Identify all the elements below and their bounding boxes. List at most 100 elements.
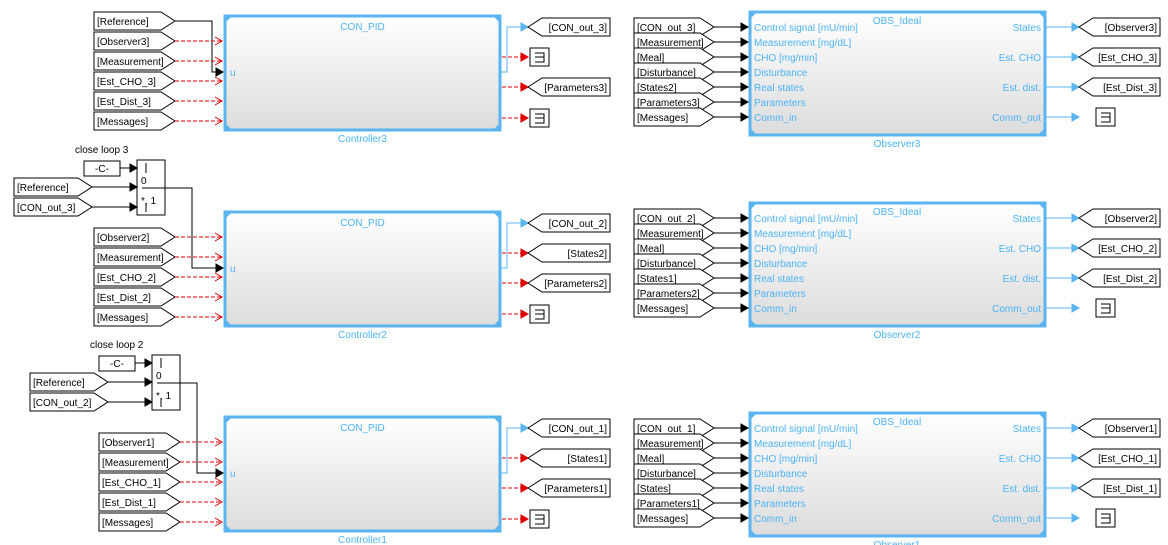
goto-tag[interactable]: [Observer2] [1078, 208, 1161, 228]
output-port-label: Comm_out [992, 113, 1041, 124]
terminator-block[interactable] [529, 304, 550, 324]
block-corner-icon [1038, 413, 1045, 420]
output-port-label: Est. dist. [1003, 83, 1041, 94]
from-tag[interactable]: [Est_Dist_2] [93, 287, 176, 307]
arrow-head-icon [740, 97, 750, 107]
goto-tag[interactable]: [Observer1] [1078, 418, 1161, 438]
arrow-head-icon [214, 272, 224, 282]
from-tag[interactable]: [CON_out_3] [13, 197, 93, 217]
from-tag[interactable]: [Messages] [93, 307, 176, 327]
goto-tag[interactable]: [States1] [527, 448, 611, 468]
from-tag[interactable]: [Observer2] [93, 227, 176, 247]
goto-tag[interactable]: [Est_Dist_1] [1078, 478, 1161, 498]
block-corner-icon [493, 16, 500, 23]
goto-tag[interactable]: [Parameters1] [527, 478, 611, 498]
block-name: Observer2 [874, 330, 921, 341]
from-tag[interactable]: [Observer3] [93, 31, 176, 51]
input-port-label: Real states [754, 484, 804, 495]
block-type-label: OBS_Ideal [873, 417, 921, 428]
block-name: Controller1 [338, 535, 387, 545]
goto-tag[interactable]: [CON_out_3] [527, 17, 611, 37]
terminator-block[interactable] [1095, 298, 1116, 318]
arrow-head-icon [520, 278, 530, 288]
constant-block[interactable]: -C- [98, 355, 136, 372]
from-tag[interactable]: [Measurement] [93, 247, 176, 267]
from-tag[interactable]: [Messages] [93, 111, 176, 131]
goto-tag[interactable]: [CON_out_1] [527, 418, 611, 438]
from-tag[interactable]: [Est_Dist_3] [93, 91, 176, 111]
arrow-head-icon [215, 468, 225, 478]
goto-tag[interactable]: [Parameters2] [527, 273, 611, 293]
from-tag[interactable]: [Est_CHO_1] [98, 472, 181, 492]
from-tag[interactable]: [Est_CHO_3] [93, 71, 176, 91]
goto-tag-label: [States1] [568, 454, 608, 465]
block-corner-icon [750, 203, 757, 210]
from-tag[interactable]: [Messages] [633, 107, 715, 127]
from-tag[interactable]: [Measurement] [93, 51, 176, 71]
goto-tag-shape [527, 77, 611, 97]
goto-tag-label: [States2] [568, 249, 608, 260]
terminator-block[interactable] [529, 108, 550, 128]
from-tag[interactable]: [Messages] [98, 512, 181, 532]
from-tag[interactable]: [Reference] [93, 11, 176, 31]
block-corner-icon [750, 413, 757, 420]
goto-tag-label: [Est_CHO_1] [1098, 454, 1157, 465]
from-tag-shape [29, 392, 109, 412]
constant-block[interactable]: -C- [83, 160, 121, 177]
output-port-label: Comm_out [992, 304, 1041, 315]
arrow-head-icon [129, 202, 139, 212]
goto-tag[interactable]: [States2] [527, 243, 611, 263]
arrow-head-icon [214, 232, 224, 242]
goto-tag[interactable]: [Est_Dist_3] [1078, 77, 1161, 97]
arrow-head-icon [740, 303, 750, 313]
output-port-label: States [1013, 424, 1041, 435]
goto-tag-label: [Parameters3] [544, 83, 607, 94]
from-tag-shape [633, 107, 715, 127]
subsystem-block-body [748, 10, 1047, 137]
arrow-head-icon [1071, 82, 1081, 92]
terminator-block[interactable] [529, 47, 550, 67]
from-tag-label: [Messages] [637, 113, 688, 124]
arrow-head-icon [144, 377, 154, 387]
goto-tag[interactable]: [Parameters3] [527, 77, 611, 97]
terminator-block[interactable] [529, 509, 550, 529]
from-tag-label: [Est_Dist_3] [97, 97, 151, 108]
goto-tag[interactable]: [CON_out_2] [527, 213, 611, 233]
goto-tag[interactable]: [Est_CHO_1] [1078, 448, 1161, 468]
from-tag[interactable]: [Reference] [29, 372, 109, 392]
goto-tag[interactable]: [Est_CHO_2] [1078, 238, 1161, 258]
terminator-block[interactable] [1095, 508, 1116, 528]
input-port-label: Control signal [mU/min] [754, 424, 858, 435]
from-tag[interactable]: [Messages] [633, 298, 715, 318]
from-tag[interactable]: [Observer1] [98, 432, 181, 452]
from-tag[interactable]: [CON_out_2] [29, 392, 109, 412]
terminator-block[interactable] [1095, 107, 1116, 127]
arrow-head-icon [214, 96, 224, 106]
goto-tag[interactable]: [Est_Dist_2] [1078, 268, 1161, 288]
input-port-label: Real states [754, 83, 804, 94]
from-tag-label: [Est_CHO_2] [97, 273, 156, 284]
from-tag-label: [Est_Dist_1] [102, 498, 156, 509]
goto-tag-shape [1078, 47, 1161, 67]
output-port-label: Est. CHO [999, 244, 1041, 255]
goto-tag[interactable]: [Observer3] [1078, 17, 1161, 37]
arrow-head-icon [129, 182, 139, 192]
from-tag-shape [93, 287, 176, 307]
goto-tag-shape [1078, 448, 1161, 468]
from-tag[interactable]: [Measurement] [98, 452, 181, 472]
from-tag[interactable]: [Messages] [633, 508, 715, 528]
goto-tag-shape [1078, 238, 1161, 258]
from-tag-label: [Measurement] [637, 38, 704, 49]
terminator-icon [535, 514, 545, 525]
goto-tag[interactable]: [Est_CHO_3] [1078, 47, 1161, 67]
from-tag[interactable]: [Est_CHO_2] [93, 267, 176, 287]
arrow-head-icon [520, 113, 530, 123]
from-tag[interactable]: [Reference] [13, 177, 93, 197]
from-tag[interactable]: [Est_Dist_1] [98, 492, 181, 512]
